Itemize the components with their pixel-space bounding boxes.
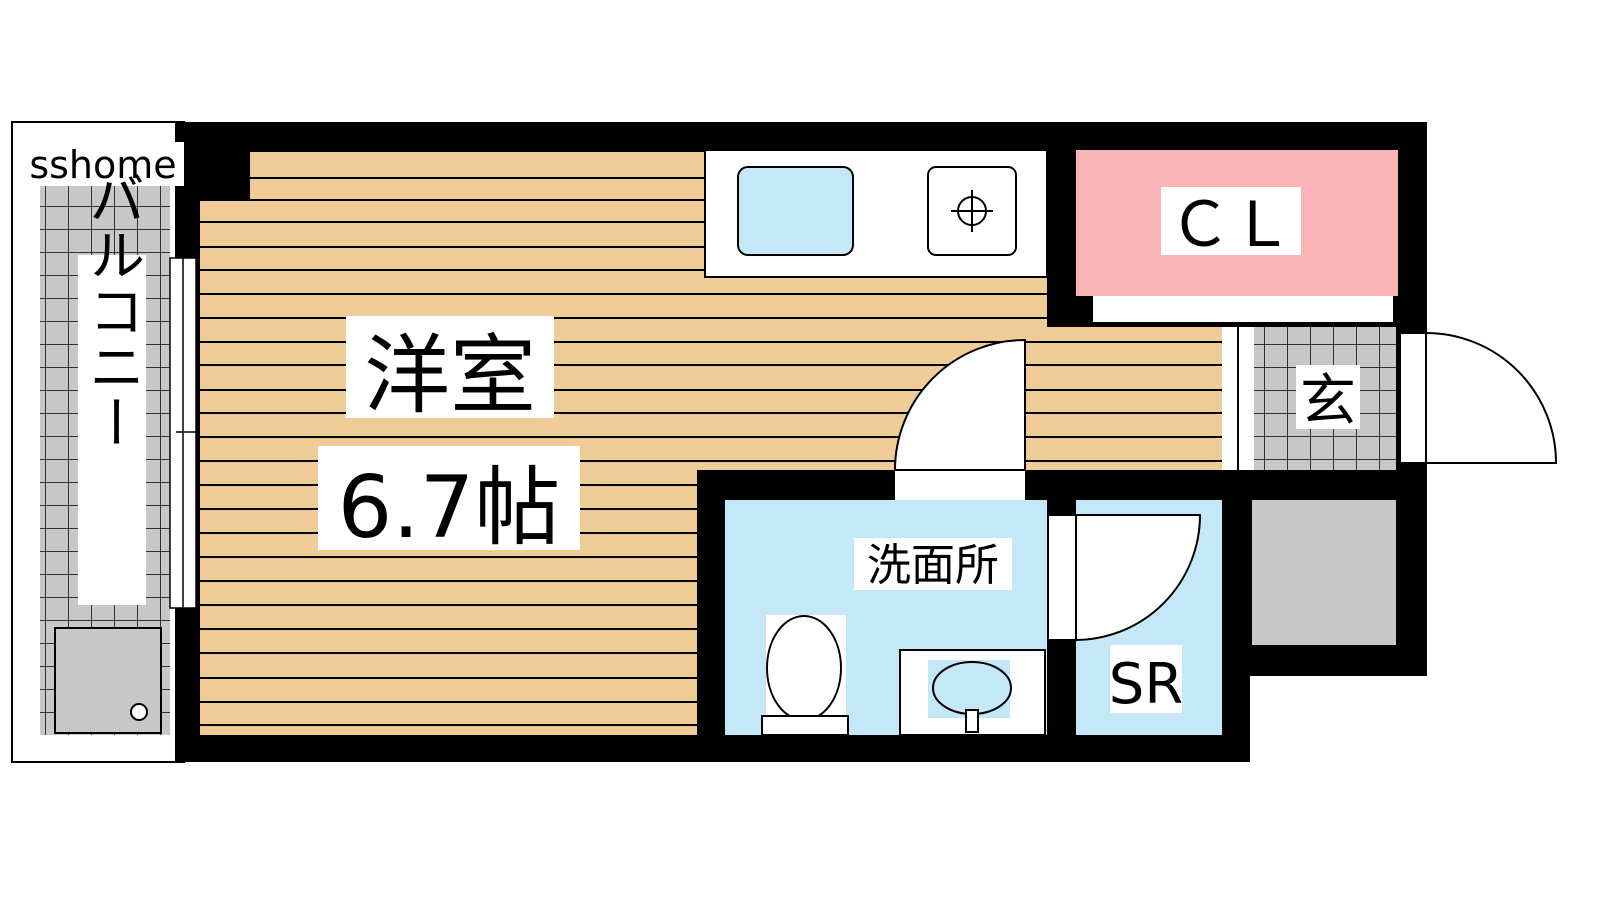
- western-room-label: 洋室: [364, 326, 536, 426]
- washroom-label-box: [854, 538, 1012, 590]
- toilet-icon: [761, 615, 849, 736]
- front-door: [1425, 331, 1558, 464]
- entrance-label-box: [1296, 365, 1360, 429]
- wash-basin-icon: [899, 649, 1046, 736]
- exterior-space: [1250, 676, 1450, 776]
- closet-label-box: [1161, 187, 1301, 255]
- air-conditioner-outdoor-unit-icon: [54, 627, 162, 734]
- balcony-window: [169, 257, 197, 609]
- storage-room-label-box: [1110, 645, 1182, 713]
- entrance-label: 玄: [1300, 369, 1356, 434]
- stove-icon: [927, 166, 1017, 256]
- sink-icon: [737, 166, 854, 256]
- brand-label: sshome: [29, 143, 176, 187]
- room-size-box: [318, 446, 580, 550]
- closet-label: ＣＬ: [1169, 188, 1293, 261]
- balcony-label: バルコニー: [80, 170, 145, 450]
- entrance: [1222, 327, 1427, 470]
- storage-room-label: SR: [1109, 652, 1183, 717]
- washroom-door: [893, 338, 1026, 471]
- kitchen-counter: [704, 149, 1048, 278]
- western-room-size: 6.7帖: [338, 458, 561, 558]
- balcony-label-box: [78, 255, 146, 605]
- storage-cabinet: [1252, 500, 1396, 645]
- washroom-label: 洗面所: [867, 540, 999, 591]
- storage-room-door: [1075, 514, 1202, 642]
- brand-box: [22, 142, 184, 186]
- room-name-box: [346, 316, 554, 418]
